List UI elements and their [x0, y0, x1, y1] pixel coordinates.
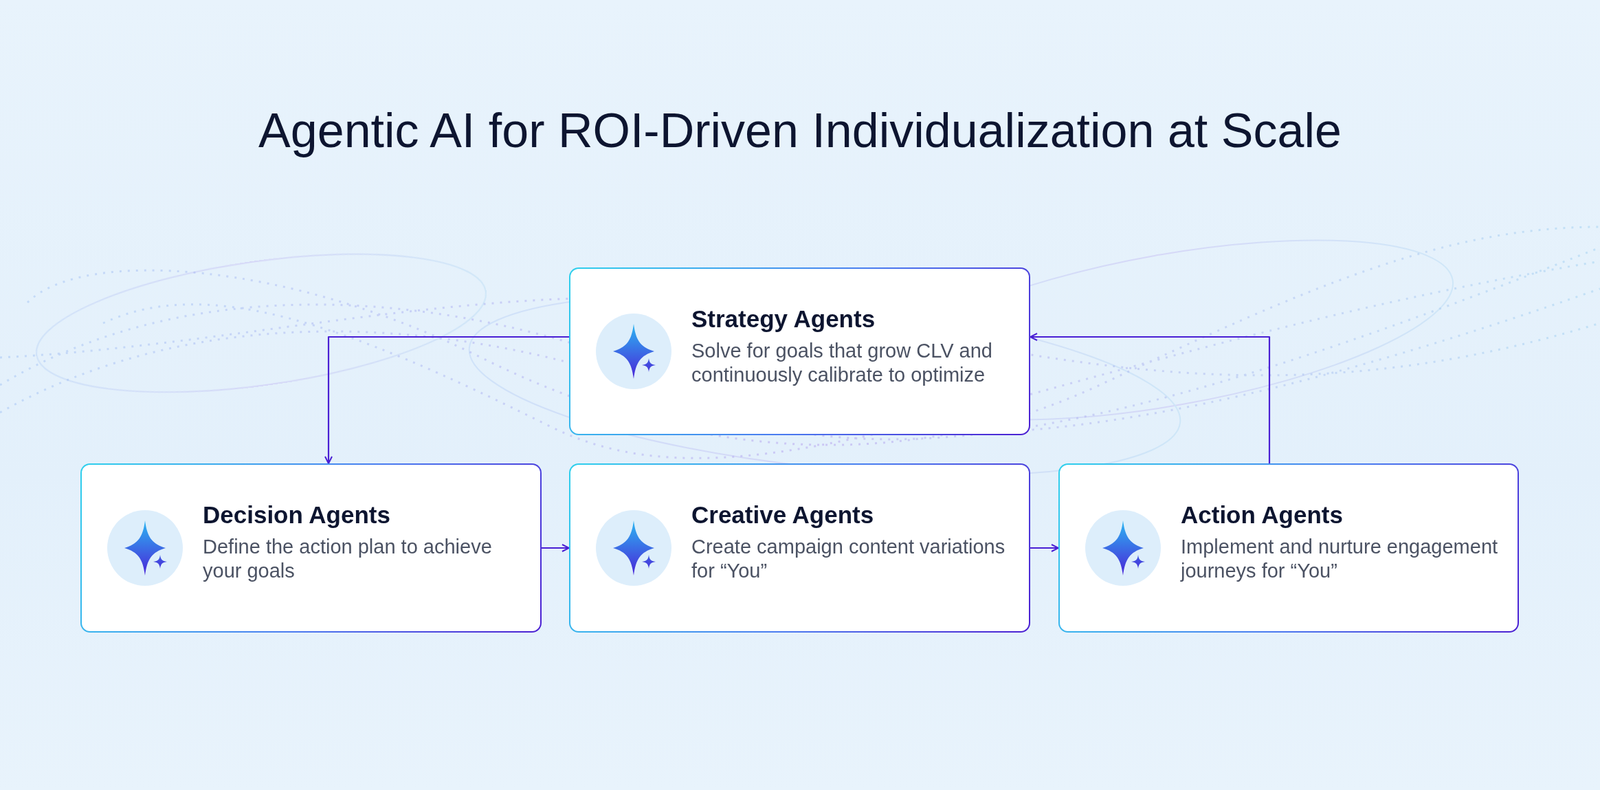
- flow-arrow: [1030, 547, 1059, 549]
- diagram-title: Agentic AI for ROI-Driven Individualizat…: [0, 103, 1600, 159]
- sparkle-icon: [595, 312, 673, 390]
- sparkle-icon: [106, 509, 184, 587]
- agent-heading: Action Agents: [1180, 500, 1499, 530]
- flow-arrow: [541, 547, 570, 549]
- agent-box: Creative AgentsCreate campaign content v…: [569, 463, 1031, 633]
- agent-description: Implement and nurture engagement journey…: [1180, 534, 1499, 584]
- agent-heading: Strategy Agents: [691, 304, 1010, 334]
- sparkle-icon: [595, 509, 673, 587]
- agent-box: Strategy AgentsSolve for goals that grow…: [569, 267, 1031, 436]
- agent-description: Define the action plan to achieve your g…: [202, 534, 521, 584]
- agent-box: Action AgentsImplement and nurture engag…: [1058, 463, 1519, 633]
- agent-box: Decision AgentsDefine the action plan to…: [80, 463, 542, 633]
- flow-arrow: [328, 336, 570, 464]
- agent-description: Create campaign content variations for “…: [691, 534, 1010, 584]
- agent-heading: Creative Agents: [691, 500, 1010, 530]
- agent-description: Solve for goals that grow CLV and contin…: [691, 338, 1010, 388]
- agent-heading: Decision Agents: [202, 500, 521, 530]
- flow-arrow: [1030, 336, 1270, 464]
- sparkle-icon: [1084, 509, 1162, 587]
